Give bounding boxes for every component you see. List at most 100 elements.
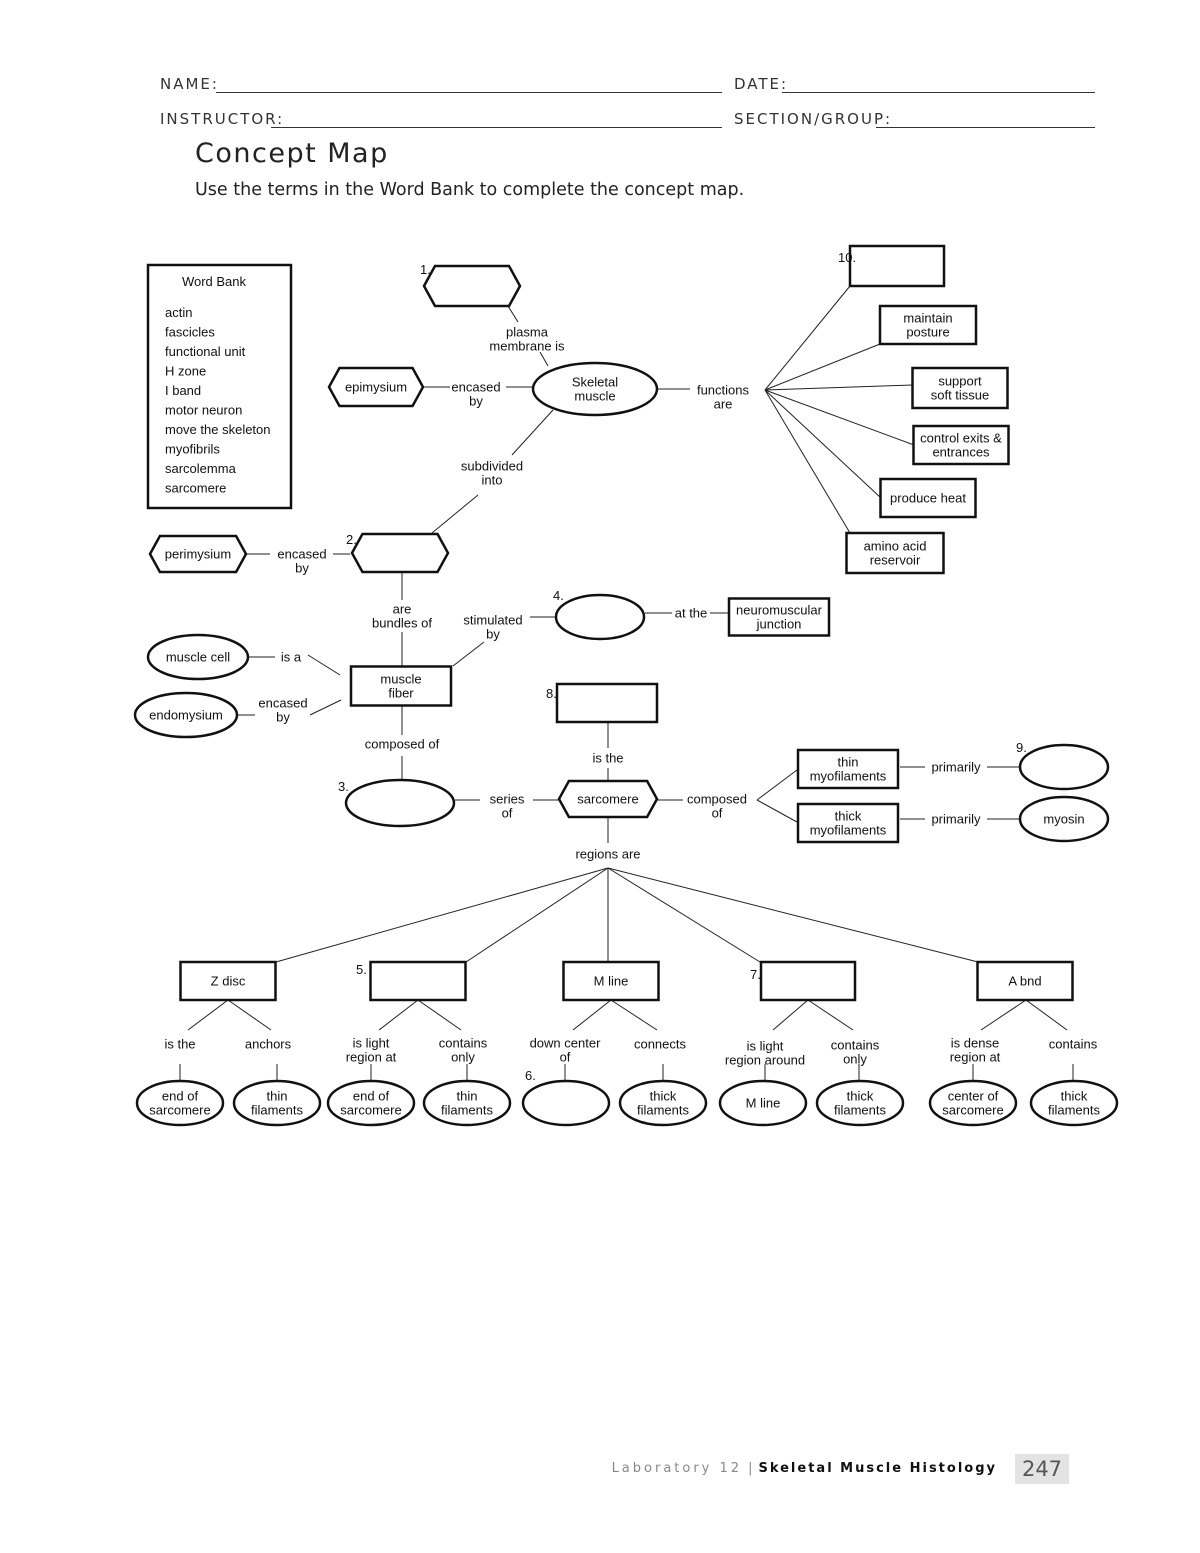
node-blank10: 10. <box>838 244 946 288</box>
node-label-line: thin <box>457 1089 478 1104</box>
node-label-line: thick <box>650 1089 677 1104</box>
link-label-z-is-the-line: is the <box>164 1037 195 1052</box>
connector-line <box>572 999 612 1031</box>
node-blank6: 6. <box>521 1068 611 1127</box>
node-shape <box>912 424 1010 466</box>
node-shape <box>135 1079 225 1127</box>
connector-line <box>465 867 609 963</box>
link-label-z-anchors: anchors <box>245 1037 292 1052</box>
connector-line <box>1025 999 1068 1031</box>
instructor-label: INSTRUCTOR: <box>160 110 285 128</box>
link-label-functions-line: are <box>714 397 733 412</box>
date-label: DATE: <box>734 75 789 93</box>
link-label-primarily1: primarily <box>931 760 981 775</box>
node-produce-heat: produce heat <box>879 477 977 519</box>
footer-separator: | <box>748 1461 753 1476</box>
name-field[interactable] <box>216 92 722 93</box>
connector-line <box>764 384 914 391</box>
connector-line <box>764 343 881 391</box>
node-shape <box>422 264 522 308</box>
node-blank3: 3. <box>338 778 456 828</box>
link-label-plasma-line: plasma <box>506 325 549 340</box>
node-label-line: perimysium <box>165 547 231 562</box>
link-label-b7-contains-line: contains <box>831 1038 880 1053</box>
link-label-regions: regions are <box>575 847 640 862</box>
node-label-line: filaments <box>834 1103 887 1118</box>
connector-line <box>227 999 272 1031</box>
link-label-b7-light-line: is light <box>747 1039 784 1054</box>
node-label-line: muscle <box>574 389 615 404</box>
connector-line <box>980 999 1027 1031</box>
word-bank-item: move the skeleton <box>165 422 271 437</box>
connector-line <box>772 999 809 1031</box>
node-label: muscle cell <box>166 650 230 665</box>
link-label-subdivided-line: into <box>482 473 503 488</box>
node-label: Z disc <box>211 974 246 989</box>
node-endomysium: endomysium <box>133 691 239 739</box>
node-label: produce heat <box>890 491 966 506</box>
node-label-line: epimysium <box>345 380 407 395</box>
node-perimysium: perimysium <box>148 534 248 574</box>
node-shape <box>350 532 450 574</box>
connector-line <box>607 867 761 963</box>
node-label-line: thin <box>838 755 859 770</box>
node-shape <box>727 597 831 637</box>
node-shape <box>1018 743 1110 791</box>
connector-line <box>507 305 519 323</box>
connector-line <box>307 654 341 676</box>
word-bank-item: myofibrils <box>165 442 220 457</box>
blank-number: 5. <box>356 962 367 977</box>
node-shape <box>911 366 1009 410</box>
node-blank9: 9. <box>1016 740 1110 791</box>
link-label-m-connects-line: connects <box>634 1037 687 1052</box>
node-sarcomere: sarcomere <box>557 779 659 819</box>
node-label-line: thick <box>1061 1089 1088 1104</box>
node-label-line: myosin <box>1043 812 1084 827</box>
node-label: M line <box>746 1096 781 1111</box>
link-label-encased1-line: encased <box>451 380 500 395</box>
link-label-regions-line: regions are <box>575 847 640 862</box>
node-label-line: Z disc <box>211 974 246 989</box>
node-shape <box>327 366 425 408</box>
connector-line <box>378 999 419 1031</box>
node-label-line: filaments <box>637 1103 690 1118</box>
section-field[interactable] <box>876 127 1095 128</box>
connector-line <box>807 999 854 1031</box>
word-bank-box <box>146 263 293 510</box>
link-label-composed2-line: composed <box>687 792 747 807</box>
link-label-at-the: at the <box>675 606 708 621</box>
node-blank5: 5. <box>356 960 467 1002</box>
link-label-encased3-line: encased <box>258 696 307 711</box>
node-label-line: entrances <box>932 445 990 460</box>
date-field[interactable] <box>782 92 1095 93</box>
instructor-field[interactable] <box>271 127 722 128</box>
node-label-line: end of <box>353 1089 390 1104</box>
node-blank8: 8. <box>546 682 659 724</box>
node-blank7: 7. <box>750 960 857 1002</box>
link-label-encased1-line: by <box>469 394 483 409</box>
node-label-line: amino acid <box>864 539 927 554</box>
node-label: M line <box>594 974 629 989</box>
node-label-line: maintain <box>903 311 952 326</box>
node-shape <box>928 1079 1018 1127</box>
word-bank-item: functional unit <box>165 344 246 359</box>
node-label: perimysium <box>165 547 231 562</box>
footer: Laboratory 12|Skeletal Muscle Histology <box>612 1460 997 1478</box>
link-label-a-dense-line: is dense <box>951 1036 999 1051</box>
